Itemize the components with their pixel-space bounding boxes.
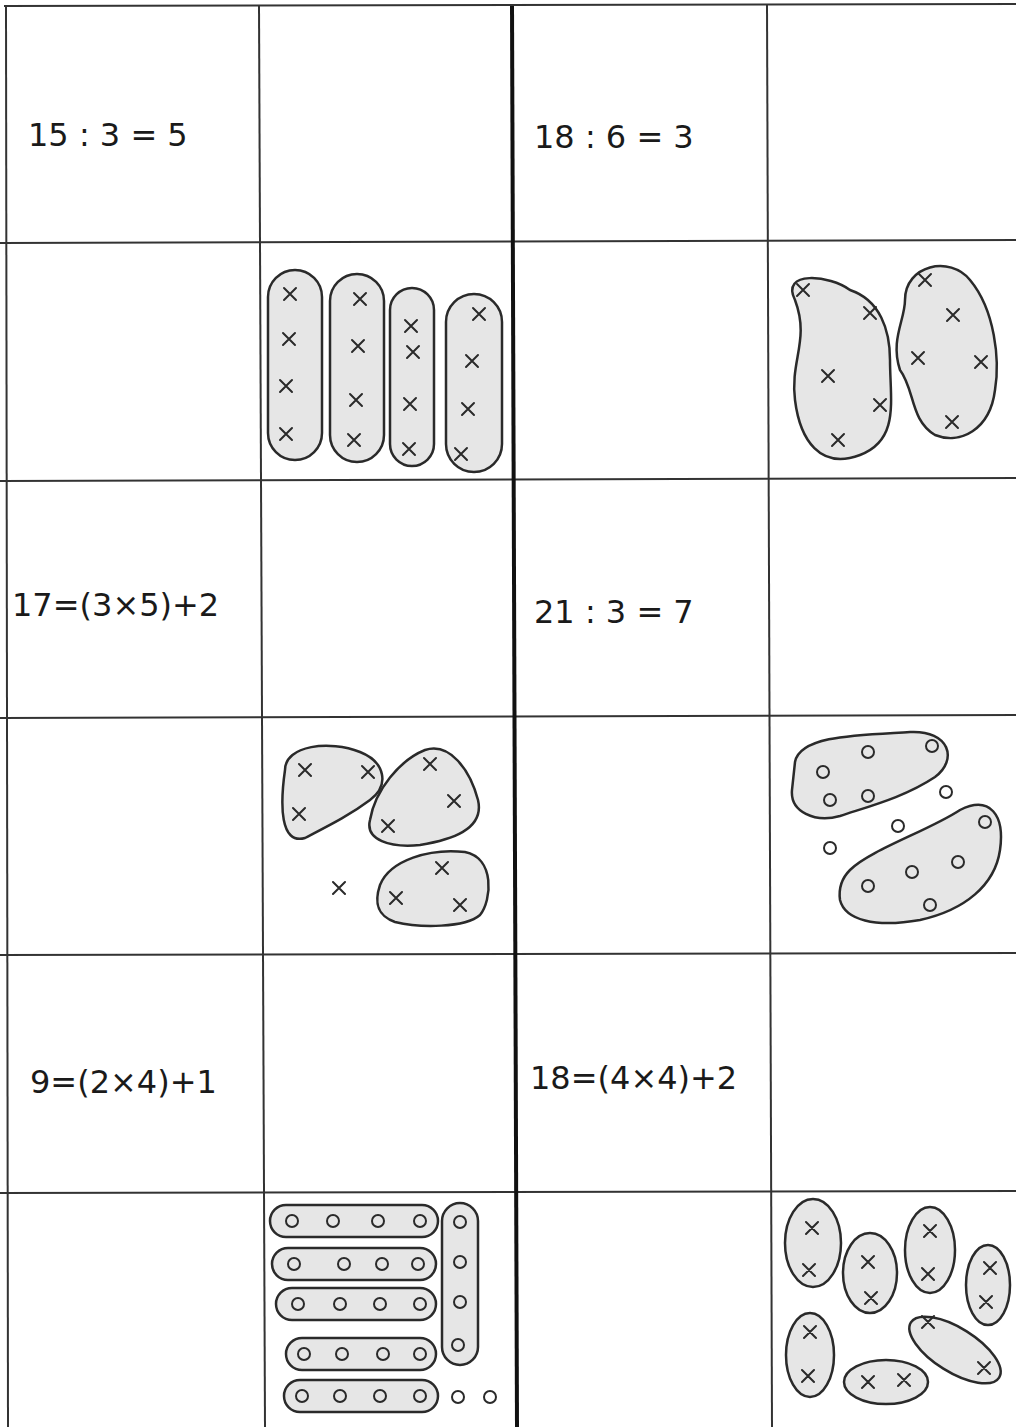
center-divider bbox=[512, 6, 517, 1427]
grouping-drawing bbox=[282, 746, 488, 926]
equation-text: 15 : 3 = 5 bbox=[28, 116, 188, 154]
grouping-drawing bbox=[792, 266, 997, 459]
equation-text: 9=(2×4)+1 bbox=[30, 1063, 217, 1101]
equation-text: 18 : 6 = 3 bbox=[534, 118, 694, 156]
equation-text: 18=(4×4)+2 bbox=[530, 1059, 737, 1097]
grouping-drawing bbox=[792, 732, 1001, 923]
equation-text: 21 : 3 = 7 bbox=[534, 593, 694, 631]
grouping-drawing bbox=[268, 270, 502, 472]
grouping-drawing bbox=[270, 1203, 496, 1412]
table-grid bbox=[0, 4, 1016, 1427]
grouping-drawing bbox=[785, 1199, 1011, 1404]
equation-text: 17=(3×5)+2 bbox=[12, 586, 219, 624]
